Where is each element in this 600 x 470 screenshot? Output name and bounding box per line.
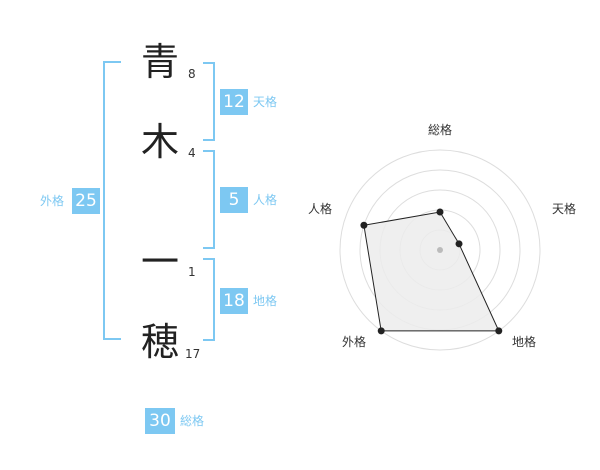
radar-axis-label-2: 地格	[512, 334, 536, 349]
radar-point-2	[495, 327, 503, 335]
radar-axis-label-3: 外格	[342, 334, 366, 349]
radar-point-0	[436, 208, 444, 216]
gaikaku-value-badge: 25	[72, 188, 100, 214]
tenkaku-label: 天格	[253, 95, 278, 109]
tenkaku-value-badge: 12	[220, 89, 248, 115]
stroke-count-1: 8	[188, 67, 196, 81]
stroke-count-2: 4	[188, 146, 196, 160]
radar-center-dot	[437, 247, 443, 253]
radar-point-3	[377, 327, 385, 335]
name-char-4: 穂	[140, 320, 179, 364]
chikaku-value-badge: 18	[220, 288, 248, 314]
soukaku-label: 総格	[180, 414, 205, 428]
jinkaku-value-badge: 5	[220, 187, 248, 213]
radar-axis-label-4: 人格	[308, 201, 332, 216]
stroke-count-4: 17	[185, 347, 201, 361]
gaikaku-label: 外格	[40, 194, 65, 208]
jinkaku-label: 人格	[253, 193, 278, 207]
radar-points	[360, 208, 503, 335]
radar-axis-label-0: 総格	[428, 122, 452, 137]
radar-point-4	[360, 221, 368, 229]
radar-ring-4	[339, 149, 541, 351]
radar-axis-label-1: 天格	[552, 201, 576, 216]
name-char-1: 青	[140, 40, 179, 84]
radar-point-1	[455, 240, 463, 248]
chikaku-label: 地格	[253, 294, 278, 308]
stroke-count-3: 1	[188, 265, 196, 279]
soukaku-value-badge: 30	[145, 408, 175, 434]
radar-polygon	[363, 211, 500, 332]
name-char-2: 木	[140, 120, 179, 164]
name-char-3: 一	[140, 240, 179, 284]
fortune-radar-chart: 総格 天格 地格 外格 人格	[308, 122, 576, 351]
